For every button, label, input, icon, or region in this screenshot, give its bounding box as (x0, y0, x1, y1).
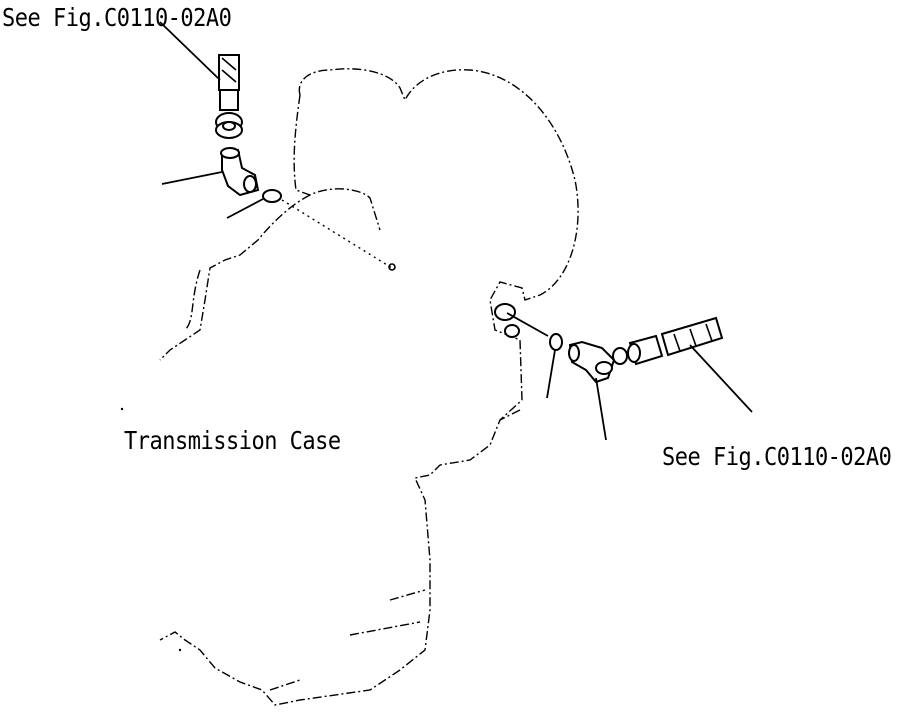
right-reference-leader (689, 344, 753, 413)
top-hose-tube (218, 54, 240, 91)
reference-label-right: See Fig.C0110-02A0 (662, 443, 892, 472)
top-assembly-path (281, 199, 393, 269)
case-port (494, 303, 520, 338)
transmission-case-outline (159, 68, 579, 706)
top-elbow-fitting (220, 147, 260, 197)
reference-label-top: See Fig.C0110-02A0 (2, 4, 232, 33)
right-o-ring-leader (546, 349, 556, 399)
right-elbow-fitting (568, 340, 616, 384)
top-hose-assembly (215, 54, 243, 139)
top-o-ring-leader (226, 198, 264, 219)
right-hose-assembly (612, 316, 724, 366)
top-o-ring (262, 189, 282, 203)
transmission-case-label: Transmission Case (124, 427, 341, 456)
right-elbow-leader (595, 377, 607, 441)
right-o-ring (549, 333, 563, 351)
right-assembly-path (506, 312, 549, 337)
top-hose-nut (219, 89, 239, 111)
top-reference-leader (159, 21, 221, 81)
top-elbow-leader (161, 171, 223, 185)
